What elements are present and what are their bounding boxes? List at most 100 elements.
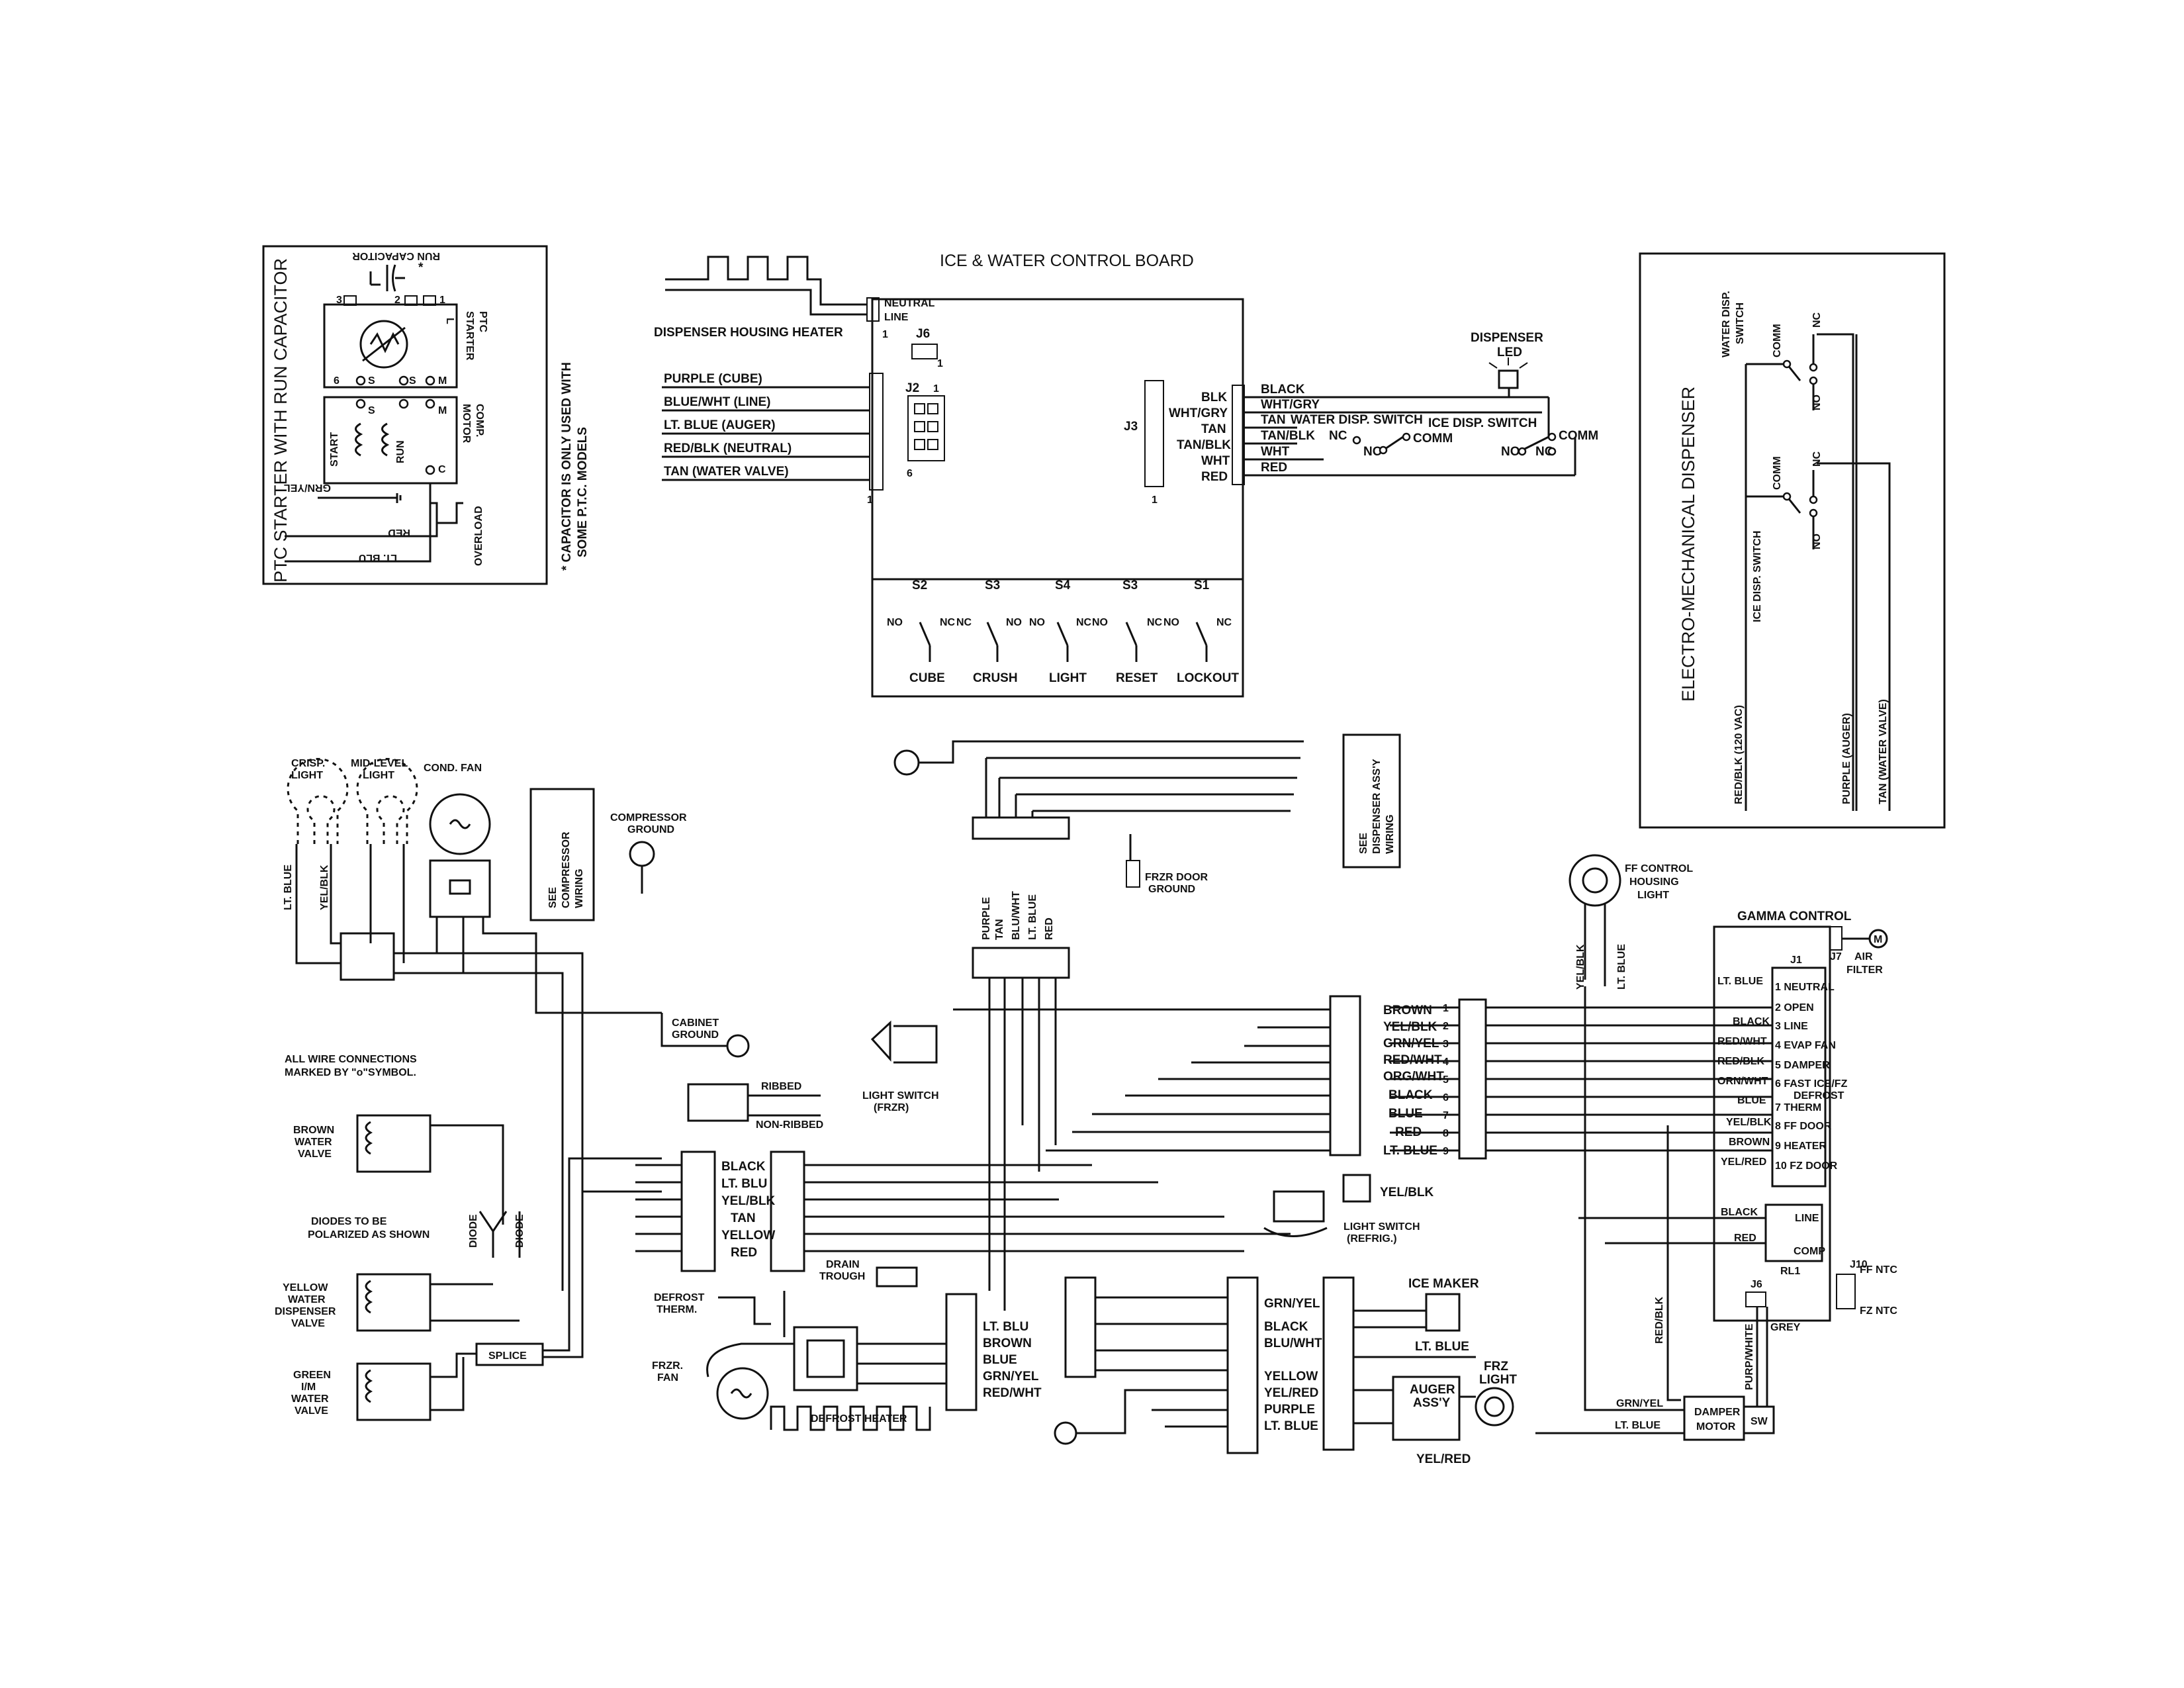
svg-text:RED/WHT: RED/WHT xyxy=(1717,1036,1767,1047)
svg-text:RED: RED xyxy=(388,527,410,538)
svg-text:RED: RED xyxy=(1261,461,1287,475)
svg-text:DISPENSER: DISPENSER xyxy=(1471,331,1543,345)
svg-text:LED: LED xyxy=(1497,346,1522,359)
svg-text:WATER DISP. SWITCH: WATER DISP. SWITCH xyxy=(1291,413,1423,427)
svg-text:9 HEATER: 9 HEATER xyxy=(1775,1141,1827,1152)
svg-text:LIGHT: LIGHT xyxy=(1637,890,1669,901)
svg-text:ICE DISP. SWITCH: ICE DISP. SWITCH xyxy=(1428,416,1537,430)
svg-text:SEE: SEE xyxy=(1358,833,1369,854)
svg-text:3: 3 xyxy=(336,295,342,306)
svg-text:YELLOW: YELLOW xyxy=(283,1282,328,1293)
svg-text:RESET: RESET xyxy=(1116,671,1158,685)
svg-text:J6: J6 xyxy=(916,327,930,341)
svg-text:NO: NO xyxy=(1006,617,1022,628)
svg-text:YEL/RED: YEL/RED xyxy=(1264,1386,1318,1400)
svg-text:BLACK: BLACK xyxy=(1264,1320,1308,1334)
svg-text:1 NEUTRAL: 1 NEUTRAL xyxy=(1775,982,1835,993)
svg-text:MID-LEVEL: MID-LEVEL xyxy=(351,758,408,769)
svg-text:MOTOR: MOTOR xyxy=(461,404,472,444)
svg-text:WHT/GRY: WHT/GRY xyxy=(1261,398,1320,412)
svg-text:COMM: COMM xyxy=(1772,324,1783,357)
svg-text:M: M xyxy=(438,375,447,387)
svg-text:M: M xyxy=(1874,934,1882,945)
svg-text:COMM: COMM xyxy=(1772,456,1783,490)
svg-text:CRISP.: CRISP. xyxy=(291,758,325,769)
svg-text:COMP.: COMP. xyxy=(474,404,485,437)
gamma-control-section: FF CONTROL HOUSING LIGHT YEL/BLK LT. BLU… xyxy=(1390,854,1897,1441)
svg-text:J2: J2 xyxy=(905,381,919,395)
svg-text:2: 2 xyxy=(394,295,400,306)
svg-text:1: 1 xyxy=(882,329,888,340)
svg-text:DEFROST HEATER: DEFROST HEATER xyxy=(811,1413,907,1425)
svg-text:S1: S1 xyxy=(1194,579,1210,592)
board-switches: S2 S3 S4 S3 S1 NO NC NC NO NO NC NO NC N… xyxy=(887,579,1239,685)
svg-text:TROUGH: TROUGH xyxy=(819,1271,865,1282)
svg-text:S: S xyxy=(409,375,416,387)
svg-text:C: C xyxy=(438,464,446,475)
svg-text:WATER DISP.: WATER DISP. xyxy=(1721,291,1732,357)
svg-text:GRN/YEL: GRN/YEL xyxy=(983,1370,1039,1383)
svg-text:SEE: SEE xyxy=(547,887,559,908)
svg-text:BROWN: BROWN xyxy=(1383,1004,1432,1017)
svg-text:COMPRESSOR: COMPRESSOR xyxy=(610,812,687,823)
svg-text:I/M: I/M xyxy=(301,1382,316,1393)
svg-text:BLACK: BLACK xyxy=(1388,1088,1433,1102)
svg-text:BLACK: BLACK xyxy=(1721,1207,1758,1218)
svg-text:GRN/YEL: GRN/YEL xyxy=(1264,1297,1320,1311)
svg-text:YEL/BLK: YEL/BLK xyxy=(1726,1117,1772,1128)
ptc-title: PTC STARTER WITH RUN CAPACITOR xyxy=(271,258,291,583)
svg-text:RED: RED xyxy=(1044,917,1055,940)
svg-text:LT. BLU: LT. BLU xyxy=(359,552,397,563)
svg-text:PTC: PTC xyxy=(477,311,488,332)
svg-text:FRZR DOOR: FRZR DOOR xyxy=(1145,872,1208,883)
svg-text:NO: NO xyxy=(887,617,903,628)
svg-text:ICE MAKER: ICE MAKER xyxy=(1408,1277,1479,1291)
svg-text:S4: S4 xyxy=(1055,579,1071,592)
svg-text:DISPENSER: DISPENSER xyxy=(275,1306,336,1317)
svg-text:BLUE: BLUE xyxy=(1737,1095,1766,1106)
svg-text:TAN: TAN xyxy=(994,919,1005,940)
svg-text:COMP: COMP xyxy=(1794,1246,1825,1257)
svg-text:6: 6 xyxy=(907,468,913,479)
svg-text:PURPLE: PURPLE xyxy=(981,897,992,940)
svg-text:WIRING: WIRING xyxy=(574,868,585,908)
svg-text:SW: SW xyxy=(1751,1416,1768,1427)
svg-text:PURPLE: PURPLE xyxy=(1264,1403,1315,1417)
svg-text:LT. BLUE: LT. BLUE xyxy=(1415,1340,1469,1354)
svg-text:BLACK: BLACK xyxy=(721,1160,766,1174)
svg-text:SPLICE: SPLICE xyxy=(488,1350,527,1362)
svg-text:1: 1 xyxy=(933,383,939,395)
gamma-title: GAMMA CONTROL xyxy=(1737,910,1852,923)
svg-text:6: 6 xyxy=(334,375,340,387)
svg-text:GROUND: GROUND xyxy=(672,1029,719,1041)
electro-mechanical-dispenser: ELECTRO-MECHANICAL DISPENSER WATER DISP.… xyxy=(1639,252,1946,829)
svg-text:COMM: COMM xyxy=(1413,432,1453,445)
svg-text:RED: RED xyxy=(1201,470,1228,484)
svg-text:J6: J6 xyxy=(1751,1279,1762,1290)
svg-text:LOCKOUT: LOCKOUT xyxy=(1177,671,1239,685)
emd-title: ELECTRO-MECHANICAL DISPENSER xyxy=(1678,387,1698,702)
svg-text:ALL WIRE CONNECTIONS: ALL WIRE CONNECTIONS xyxy=(285,1054,417,1065)
svg-text:J1: J1 xyxy=(1790,955,1802,966)
svg-text:DIODE: DIODE xyxy=(468,1214,479,1248)
svg-text:7 THERM: 7 THERM xyxy=(1775,1102,1821,1113)
svg-text:RIBBED: RIBBED xyxy=(761,1081,801,1092)
svg-text:PURP/WHITE: PURP/WHITE xyxy=(1744,1323,1755,1390)
svg-text:YELLOW: YELLOW xyxy=(721,1229,775,1243)
svg-text:WATER: WATER xyxy=(291,1393,329,1405)
svg-text:NO: NO xyxy=(1092,617,1108,628)
svg-text:GREY: GREY xyxy=(1770,1322,1801,1333)
svg-text:OVERLOAD: OVERLOAD xyxy=(473,506,484,566)
svg-text:VALVE: VALVE xyxy=(291,1318,325,1329)
svg-text:NC: NC xyxy=(1535,445,1554,459)
svg-text:5 DAMPER: 5 DAMPER xyxy=(1775,1060,1830,1071)
svg-text:BROWN: BROWN xyxy=(983,1336,1032,1350)
heater-label: DISPENSER HOUSING HEATER xyxy=(654,326,843,340)
svg-text:ORG/WHT: ORG/WHT xyxy=(1383,1070,1444,1084)
svg-text:NO: NO xyxy=(1363,445,1383,459)
svg-text:WHT: WHT xyxy=(1261,445,1290,459)
svg-text:RUN: RUN xyxy=(395,440,406,463)
svg-text:DISPENSER ASS'Y: DISPENSER ASS'Y xyxy=(1371,759,1383,854)
svg-text:SOME P.T.C. MODELS: SOME P.T.C. MODELS xyxy=(576,427,590,557)
